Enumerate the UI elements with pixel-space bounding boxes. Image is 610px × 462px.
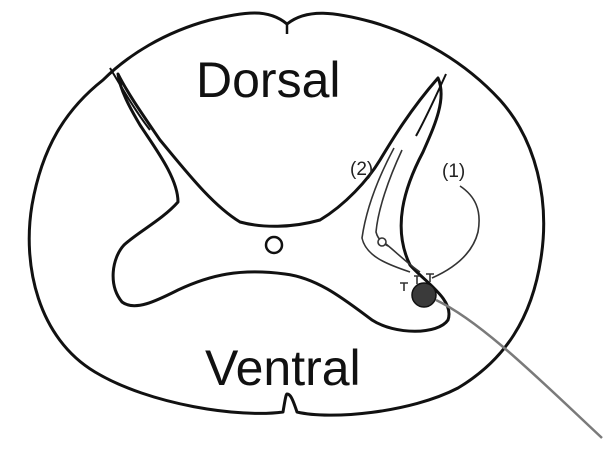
pathway-1-label: (1): [442, 161, 465, 182]
central-canal: [266, 237, 282, 253]
synapse-terminal-2-icon: [414, 276, 420, 284]
pathway-2-label: (2): [350, 159, 373, 180]
pathway-2-fiber-inner: [376, 150, 402, 246]
motor-axon: [436, 300, 602, 438]
interneuron-soma-icon: [378, 238, 386, 246]
dorsal-root-entry-left: [110, 68, 150, 130]
ventral-label: Ventral: [205, 340, 361, 396]
motor-neuron-icon: [412, 283, 436, 307]
pathway-1-fiber: [432, 186, 479, 278]
synapse-terminal-1-icon: [400, 283, 408, 291]
dorsal-label: Dorsal: [196, 52, 340, 108]
gray-matter-outline: [113, 74, 449, 331]
